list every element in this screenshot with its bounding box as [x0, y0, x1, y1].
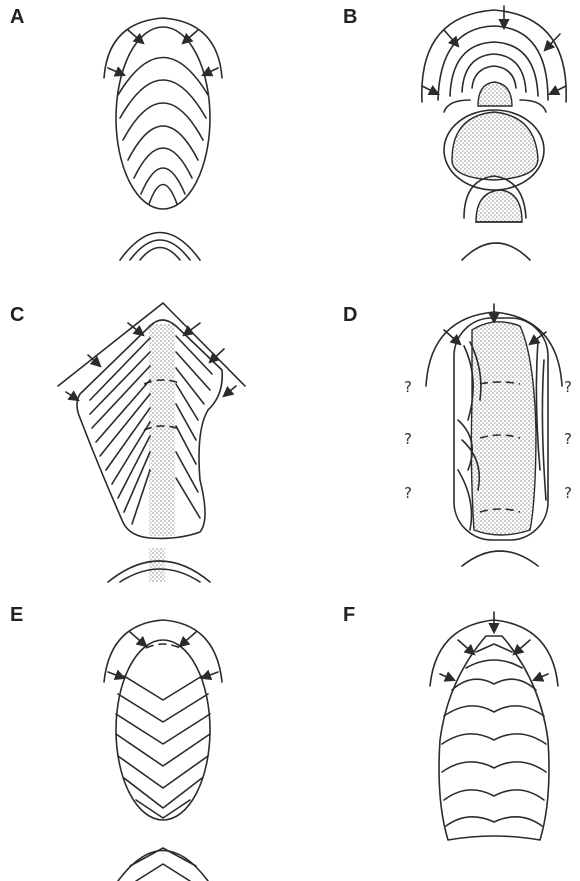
panel-f-arrow [440, 674, 454, 680]
panel-d-stippled-region [471, 322, 536, 535]
panel-b-next-segment [462, 243, 530, 260]
panel-c-arrow [224, 386, 236, 396]
panel-e-body-outline [116, 640, 210, 820]
panel-d-question-mark: ? [564, 430, 572, 448]
panel-c-diagram [58, 303, 245, 582]
panel-f-arrow [514, 640, 530, 654]
panel-a-arrow [183, 30, 198, 43]
panel-e-outer-arc [104, 620, 222, 682]
panel-b-diagram [422, 6, 566, 260]
panel-a-body-outline [116, 27, 210, 209]
panel-e-arrow [180, 632, 196, 646]
panel-c-stippled-axis [149, 324, 175, 536]
panel-a-arrow [203, 68, 218, 75]
panel-b-arrow [422, 86, 438, 94]
panel-b-arrow [444, 30, 458, 46]
panel-a-arrow [128, 30, 143, 43]
panel-d-question-mark: ? [564, 378, 572, 396]
panel-e-arrow [108, 672, 124, 678]
panel-d-question-mark: ? [404, 378, 412, 396]
panel-f-arrow [458, 640, 474, 654]
panel-e-diagram [104, 620, 222, 881]
panel-b-arrow [550, 86, 566, 94]
panel-b-stippled-region [476, 190, 522, 222]
panel-a-next-segment [120, 233, 200, 261]
panel-a-diagram [104, 18, 222, 260]
panel-d-arrow [444, 330, 460, 344]
panel-e-arrow [202, 672, 218, 678]
panel-d-question-mark: ? [404, 484, 412, 502]
panel-e-arrow [130, 632, 146, 646]
panel-d-next-segment [462, 551, 538, 566]
panel-c-arrow [66, 392, 78, 400]
panel-f-arrow [534, 674, 548, 680]
panel-d-diagram: ? ? ? ? ? ? [404, 304, 572, 566]
panel-d-question-mark: ? [404, 430, 412, 448]
panel-f-body-outline [439, 636, 549, 840]
panel-b-stippled-region [478, 82, 512, 106]
panel-d-question-mark: ? [564, 484, 572, 502]
panel-f-diagram [430, 612, 558, 840]
